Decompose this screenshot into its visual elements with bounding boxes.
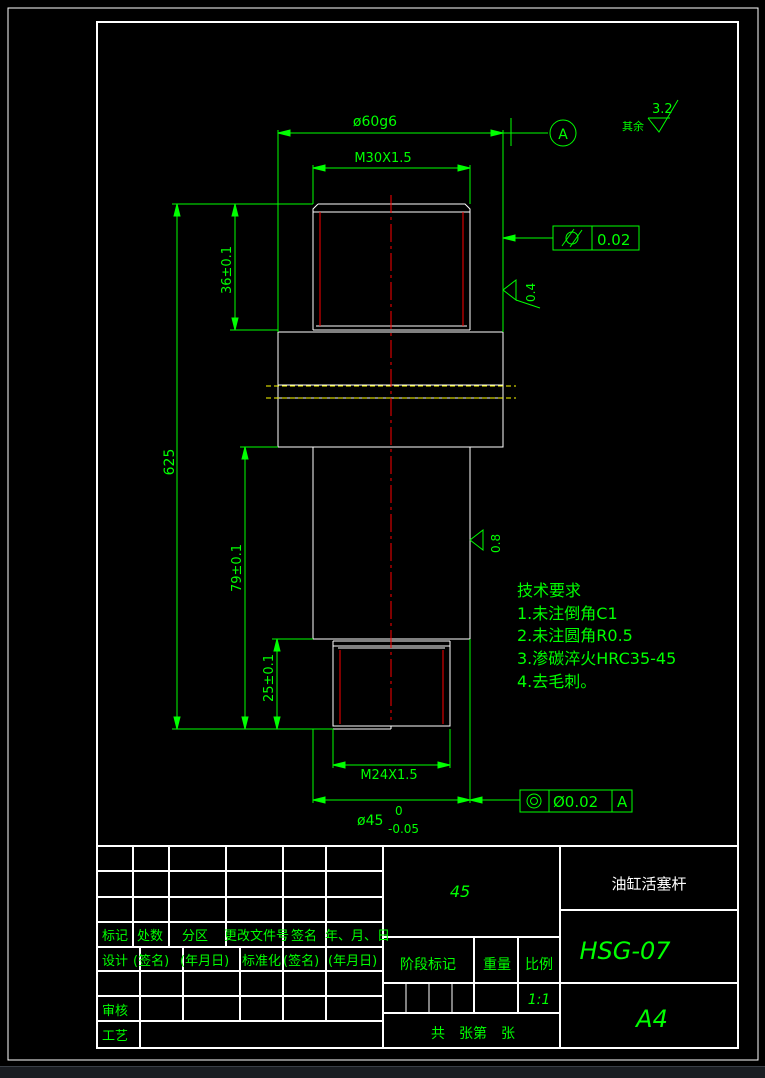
centerlines xyxy=(319,195,464,724)
svg-text:A: A xyxy=(558,127,568,143)
roughness-other: 其余 3.2 xyxy=(622,99,679,133)
svg-text:1:1: 1:1 xyxy=(528,992,551,1008)
svg-text:年、月、日: 年、月、日 xyxy=(325,929,390,944)
svg-text:0.8: 0.8 xyxy=(489,534,503,553)
tech-title: 技术要求 xyxy=(517,581,581,600)
svg-text:45: 45 xyxy=(450,882,470,901)
dim-bottom-thread: M24X1.5 xyxy=(360,768,417,783)
svg-text:其余: 其余 xyxy=(622,119,644,133)
svg-text:阶段标记: 阶段标记 xyxy=(400,957,456,973)
cylindricity-icon xyxy=(561,228,583,248)
dim-top-thread-length: 36±0.1 xyxy=(220,246,235,294)
svg-text:共 张第 张: 共 张第 张 xyxy=(431,1025,515,1042)
coaxiality-frame: Ø0.02 A xyxy=(519,789,633,813)
svg-text:3.2: 3.2 xyxy=(652,102,673,117)
tech-item: 3.渗碳淬火HRC35-45 xyxy=(517,649,676,668)
dim-mid-length: 79±0.1 xyxy=(230,544,245,592)
dim-bottom-thread-length: 25±0.1 xyxy=(262,654,277,702)
roughness-icon xyxy=(647,99,679,133)
inner-frame xyxy=(96,21,739,1049)
coaxiality-icon xyxy=(526,793,542,809)
svg-text:A: A xyxy=(617,793,628,811)
title-block-text: 标记 处数 分区 更改文件号 签名 年、月、日 设计 (签名) (年月日) 标准… xyxy=(102,875,687,1044)
svg-text:工艺: 工艺 xyxy=(102,1029,128,1044)
svg-text:(年月日): (年月日) xyxy=(180,954,229,969)
svg-text:设计: 设计 xyxy=(102,954,128,969)
cylindricity-frame: 0.02 xyxy=(552,225,640,251)
tech-requirements: 技术要求 1.未注倒角C1 2.未注圆角R0.5 3.渗碳淬火HRC35-45 … xyxy=(517,581,676,691)
svg-text:油缸活塞杆: 油缸活塞杆 xyxy=(611,875,686,893)
tech-item: 4.去毛刺。 xyxy=(517,672,596,691)
roughness-icon xyxy=(469,528,484,552)
svg-text:标准化: 标准化 xyxy=(242,954,281,969)
dim-bottom-tol-upper: 0 xyxy=(395,804,403,818)
roughness-icon xyxy=(502,278,517,302)
dim-bottom-diameter: ø45 xyxy=(357,813,383,829)
dim-total-length: 625 xyxy=(162,449,178,476)
outer-frame xyxy=(7,7,759,1061)
roughness-mid: 0.8 xyxy=(469,528,503,553)
svg-text:0.4: 0.4 xyxy=(524,283,538,302)
datum-a-symbol: A xyxy=(549,119,577,147)
svg-text:分区: 分区 xyxy=(182,929,208,944)
svg-text:审核: 审核 xyxy=(102,1004,128,1019)
svg-text:比例: 比例 xyxy=(525,957,553,973)
tech-item: 2.未注圆角R0.5 xyxy=(517,626,633,645)
dimension-lines xyxy=(172,118,553,804)
status-bar xyxy=(0,1066,765,1078)
dim-top-thread: M30X1.5 xyxy=(354,151,411,166)
svg-text:0.02: 0.02 xyxy=(597,231,630,249)
svg-text:(年月日): (年月日) xyxy=(328,954,377,969)
svg-text:(签名): (签名) xyxy=(283,953,319,969)
svg-text:Ø0.02: Ø0.02 xyxy=(553,793,598,811)
svg-text:处数: 处数 xyxy=(137,929,163,944)
svg-text:更改文件号: 更改文件号 xyxy=(224,929,289,944)
tech-item: 1.未注倒角C1 xyxy=(517,604,618,623)
svg-text:标记: 标记 xyxy=(102,929,128,944)
dim-top-diameter: ø60g6 xyxy=(353,114,397,130)
svg-text:重量: 重量 xyxy=(483,957,511,973)
dim-bottom-tol-lower: -0.05 xyxy=(388,822,419,836)
roughness-top: 0.4 xyxy=(502,278,541,309)
svg-text:HSG-07: HSG-07 xyxy=(579,937,671,965)
svg-text:(签名): (签名) xyxy=(133,953,169,969)
svg-text:A4: A4 xyxy=(634,1005,668,1033)
title-block xyxy=(97,845,738,1048)
svg-text:签名: 签名 xyxy=(291,928,317,944)
